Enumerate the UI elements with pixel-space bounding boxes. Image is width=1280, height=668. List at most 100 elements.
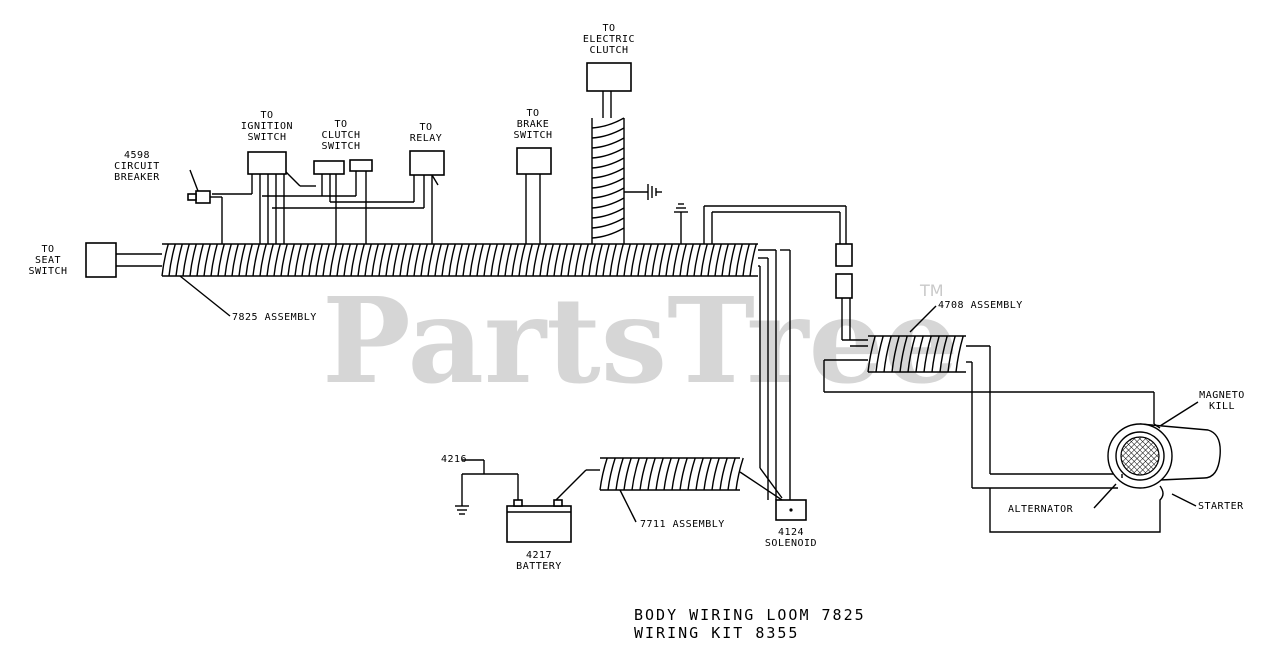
seat-switch-connector	[85, 242, 117, 278]
coil-turn	[665, 243, 673, 277]
label-solenoid: 4124	[778, 527, 804, 538]
coil-turn	[623, 243, 631, 277]
label-to-brake-switch: SWITCH	[513, 130, 552, 141]
label-to-electric-clutch: TO	[602, 23, 615, 34]
coil-turn	[266, 243, 274, 277]
label-battery: BATTERY	[516, 561, 562, 572]
coil-turn	[308, 243, 316, 277]
label-alternator: ALTERNATOR	[1008, 504, 1074, 515]
label-to-seat-switch: SWITCH	[28, 266, 67, 277]
coil-turn	[301, 243, 309, 277]
coil-turn	[735, 457, 744, 491]
coil-turn	[483, 243, 491, 277]
coil-turn	[210, 243, 218, 277]
coil-turn	[329, 243, 337, 277]
coil-turn	[175, 243, 183, 277]
label-to-brake-switch: BRAKE	[517, 119, 550, 130]
coil-turn	[591, 167, 625, 179]
coil-turn	[525, 243, 533, 277]
coil-turn	[687, 457, 696, 491]
label-to-electric-clutch: CLUTCH	[589, 45, 628, 56]
coil-turn	[490, 243, 498, 277]
circuit-breaker-4598	[187, 169, 223, 244]
coil-turn	[231, 243, 239, 277]
coil-turn	[343, 243, 351, 277]
label-to-ignition-switch: TO	[260, 110, 273, 121]
coil-turn	[280, 243, 288, 277]
coil-turn	[182, 243, 190, 277]
coil-turn	[322, 243, 330, 277]
coil-turn	[591, 157, 625, 169]
coil-turn	[749, 243, 757, 277]
label-battery: 4217	[526, 550, 552, 561]
coil-turn	[711, 457, 720, 491]
coil-turn	[609, 243, 617, 277]
coil-turn	[448, 243, 456, 277]
coil-turn	[607, 457, 616, 491]
coil-turn	[364, 243, 372, 277]
label-4216: 4216	[441, 454, 467, 465]
loom-7825-coils	[161, 243, 757, 277]
leader-7825	[179, 275, 231, 317]
coil-turn	[875, 335, 884, 373]
label-circuit-breaker: 4598	[124, 150, 150, 161]
coil-turn	[259, 243, 267, 277]
coil-turn	[591, 137, 625, 149]
coil-turn	[631, 457, 640, 491]
diagram-title-line2: WIRING KIT 8355	[634, 624, 799, 642]
ground-symbol-loom	[674, 203, 688, 244]
coil-turn	[651, 243, 659, 277]
coil-turn	[504, 243, 512, 277]
coil-turn	[378, 243, 386, 277]
label-to-ignition-switch: SWITCH	[247, 132, 286, 143]
coil-turn	[413, 243, 421, 277]
label-to-ignition-switch: IGNITION	[241, 121, 293, 132]
coil-turn	[647, 457, 656, 491]
coil-turn	[420, 243, 428, 277]
coil-turn	[735, 243, 743, 277]
coil-turn	[939, 335, 948, 373]
coil-turn	[679, 243, 687, 277]
coil-turn	[671, 457, 680, 491]
coil-turn	[518, 243, 526, 277]
coil-turn	[616, 243, 624, 277]
coil-turn	[591, 207, 625, 219]
coil-turn	[336, 243, 344, 277]
coil-turn	[658, 243, 666, 277]
coil-turn	[915, 335, 924, 373]
wires-to-4708	[703, 205, 868, 347]
label-to-clutch-switch: CLUTCH	[321, 130, 360, 141]
label-to-seat-switch: TO	[41, 244, 54, 255]
coil-turn	[655, 457, 664, 491]
coil-turn	[695, 457, 704, 491]
relay-connector	[272, 150, 445, 244]
coil-turn	[591, 147, 625, 159]
label-solenoid: SOLENOID	[765, 538, 817, 549]
coil-turn	[591, 177, 625, 189]
coil-turn	[742, 243, 750, 277]
coil-turn	[693, 243, 701, 277]
coil-turn	[931, 335, 940, 373]
coil-turn	[679, 457, 688, 491]
coil-turn	[385, 243, 393, 277]
coil-turn	[392, 243, 400, 277]
coil-turn	[441, 243, 449, 277]
coil-turn	[462, 243, 470, 277]
coil-turn	[947, 335, 956, 373]
coil-turn	[245, 243, 253, 277]
label-to-electric-clutch: ELECTRIC	[583, 34, 635, 45]
label-starter: STARTER	[1198, 501, 1244, 512]
coil-turn	[883, 335, 892, 373]
coil-turn	[686, 243, 694, 277]
coil-turn	[238, 243, 246, 277]
engine-assembly	[989, 401, 1221, 533]
coil-turn	[907, 335, 916, 373]
coil-turn	[273, 243, 281, 277]
coil-turn	[721, 243, 729, 277]
coil-turn	[455, 243, 463, 277]
electric-clutch-connector	[586, 62, 662, 244]
ignition-switch-connector	[212, 151, 316, 244]
coil-turn	[923, 335, 932, 373]
label-to-brake-switch: TO	[526, 108, 539, 119]
coil-turn	[294, 243, 302, 277]
